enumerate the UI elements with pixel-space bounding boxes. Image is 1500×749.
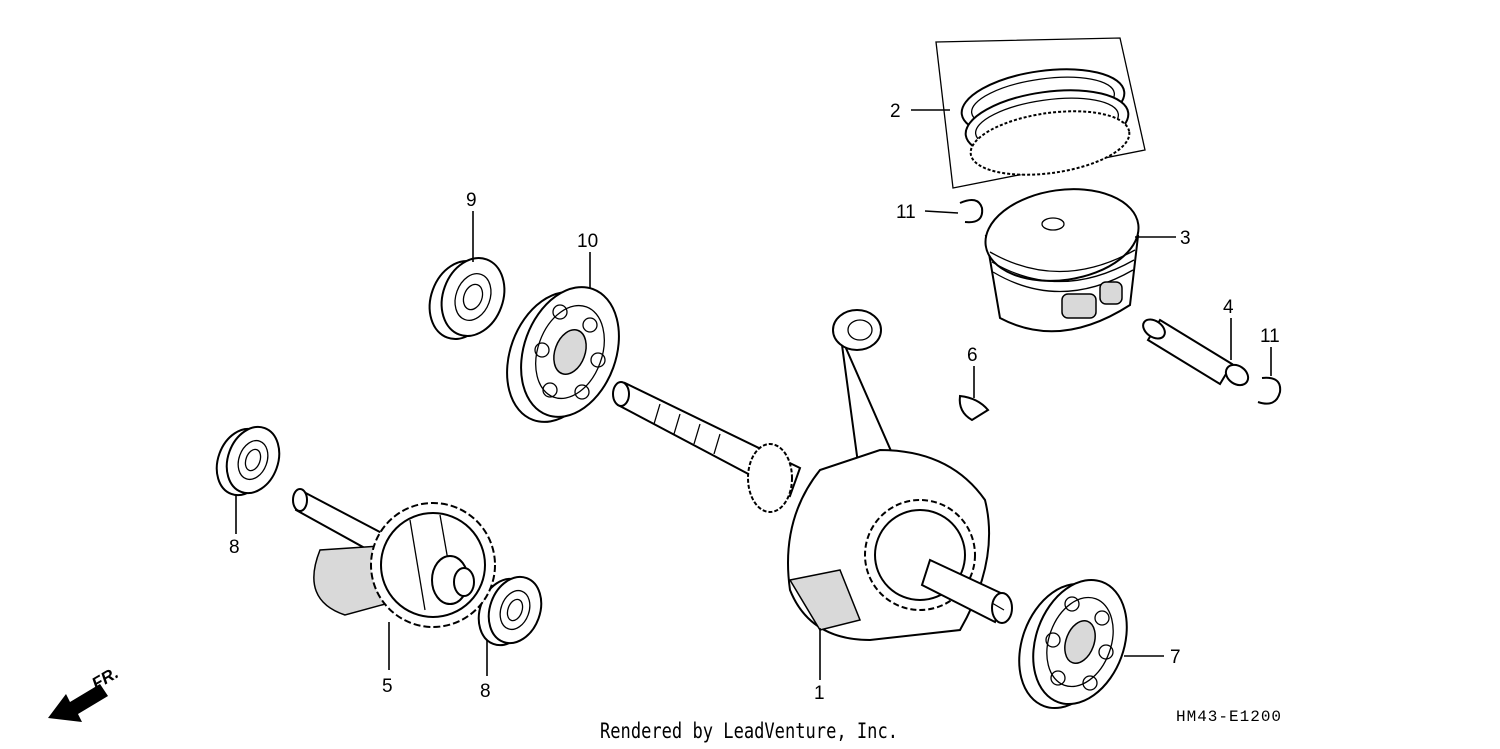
- callout-10: 10: [577, 231, 598, 252]
- callout-11-upper: 11: [896, 202, 916, 223]
- diagram-reference-code: HM43-E1200: [1176, 708, 1282, 726]
- callout-8-left: 8: [229, 537, 240, 558]
- bearing-10[interactable]: [490, 273, 636, 435]
- piston[interactable]: [979, 180, 1144, 333]
- bearing-7[interactable]: [1003, 567, 1143, 721]
- callout-9: 9: [466, 190, 477, 211]
- piston-ring-set[interactable]: [935, 37, 1146, 189]
- callout-labels: 2 3 11 4 11 6 9 10 8 5 8 1 7: [229, 101, 1280, 704]
- bearing-9[interactable]: [419, 249, 515, 348]
- callout-11-lower: 11: [1260, 326, 1280, 347]
- callout-6: 6: [967, 345, 978, 366]
- callout-1: 1: [814, 683, 825, 704]
- callout-5: 5: [382, 676, 393, 697]
- callout-4: 4: [1223, 297, 1234, 318]
- front-direction-marker: FR.: [48, 663, 122, 722]
- crankshaft-assembly[interactable]: [612, 309, 1013, 642]
- bearing-8-bottom[interactable]: [470, 569, 550, 652]
- leader-lines: [235, 109, 1272, 680]
- render-credit: Rendered by LeadVenture, Inc.: [600, 719, 898, 743]
- callout-7: 7: [1170, 647, 1181, 668]
- piston-pin[interactable]: [1140, 316, 1252, 390]
- piston-pin-clip-upper[interactable]: [959, 198, 984, 224]
- piston-pin-clip-lower[interactable]: [1257, 376, 1282, 405]
- balancer-shaft[interactable]: [292, 488, 496, 628]
- callout-2: 2: [890, 101, 901, 122]
- callout-8-bottom: 8: [480, 681, 491, 702]
- woodruff-key[interactable]: [958, 394, 990, 422]
- front-arrow-icon: [48, 684, 108, 722]
- callout-3: 3: [1180, 228, 1191, 249]
- bearing-8-left[interactable]: [208, 419, 288, 502]
